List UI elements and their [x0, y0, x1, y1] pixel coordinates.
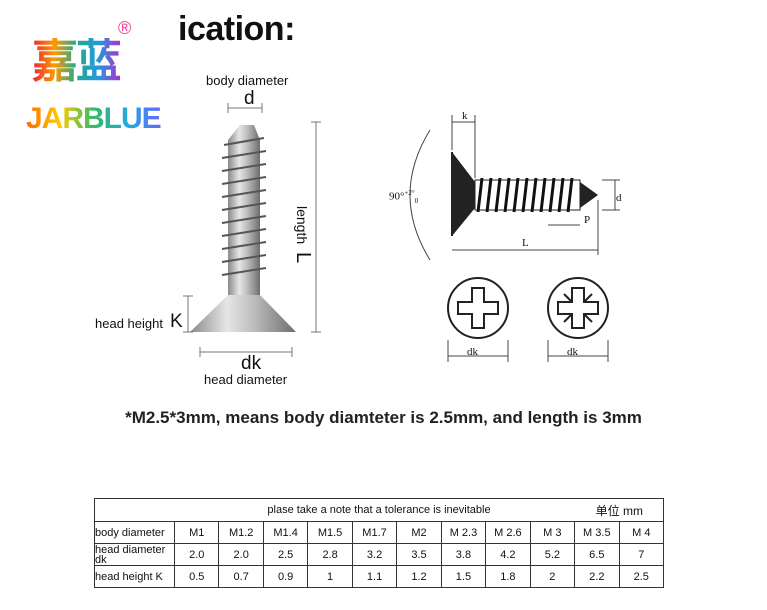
table-row: head diameter dk 2.0 2.0 2.5 2.8 3.2 3.5… [94, 543, 665, 566]
table-cell: M 3.5 [574, 521, 620, 544]
logo-english-text: JARBLUE [26, 102, 162, 135]
technical-drawing [409, 115, 620, 362]
drawing-head [452, 152, 475, 236]
table-cell: M2 [396, 521, 442, 544]
screw-head [190, 295, 296, 332]
spec-table: plase take a note that a tolerance is in… [94, 498, 665, 588]
screw-shank [228, 125, 260, 295]
row-header: head diameter dk [94, 543, 175, 566]
K-label: K [170, 311, 183, 332]
drawing-tip [580, 182, 598, 208]
table-cell: 2.5 [262, 543, 309, 566]
table-row: body diameter M1 M1.2 M1.4 M1.5 M1.7 M2 … [94, 521, 665, 544]
drawing-threads [476, 177, 574, 213]
angle-arc [409, 129, 431, 261]
table-cell: 1.1 [351, 565, 398, 588]
logo-chinese-text: 嘉蓝 [32, 35, 122, 87]
row-header: body diameter [94, 521, 175, 544]
table-cell: 3.8 [440, 543, 487, 566]
brand-logo: 嘉蓝 JARBLUE ® [22, 18, 162, 148]
table-cell: M 4 [618, 521, 665, 544]
drawing-dk-label-2: dk [567, 346, 578, 358]
table-cell: M1.7 [351, 521, 398, 544]
table-cell: M 2.6 [485, 521, 531, 544]
table-cell: 2.8 [307, 543, 353, 566]
table-cell: M 3 [529, 521, 576, 544]
angle-label: 90°+2°0 [389, 189, 418, 205]
table-cell: 2 [529, 565, 576, 588]
size-note: *M2.5*3mm, means body diamteter is 2.5mm… [125, 408, 642, 427]
table-cell: 1 [307, 565, 353, 588]
table-cell: 2.0 [173, 543, 220, 566]
table-cell: 0.5 [173, 565, 220, 588]
table-caption-cell: plase take a note that a tolerance is in… [94, 498, 664, 522]
table-cell: M1.4 [262, 521, 309, 544]
table-caption-row: plase take a note that a tolerance is in… [94, 498, 664, 522]
table-cell: 4.2 [485, 543, 531, 566]
pozidriv-head-view [547, 277, 609, 339]
table-cell: 1.8 [485, 565, 531, 588]
drawing-L-label: L [522, 237, 529, 249]
table-caption: plase take a note that a tolerance is in… [267, 504, 491, 516]
table-cell: 2.0 [218, 543, 264, 566]
table-cell: M 2.3 [440, 521, 487, 544]
pitch-label: P [584, 214, 591, 226]
table-cell: 0.9 [262, 565, 309, 588]
length-label: length [294, 206, 310, 245]
table-cell: 3.5 [396, 543, 442, 566]
screw-photo-diagram [183, 103, 321, 357]
L-label: L [292, 252, 314, 264]
table-cell: M1.5 [307, 521, 353, 544]
table-unit: 单位 mm [595, 504, 643, 518]
drawing-d-label: d [616, 192, 622, 204]
angle-tolerance-lower: 0 [414, 196, 419, 205]
row-header: head height K [94, 565, 175, 588]
dk-label: dk [241, 353, 262, 374]
table-cell: 5.2 [529, 543, 576, 566]
k-label: k [462, 110, 468, 122]
angle-value: 90° [389, 190, 405, 203]
body-diameter-label: body diameter [206, 73, 289, 88]
table-cell: M1 [173, 521, 220, 544]
page-title: ication: [178, 10, 295, 48]
table-row: head height K 0.5 0.7 0.9 1 1.1 1.2 1.5 … [94, 565, 665, 588]
head-diameter-label: head diameter [204, 372, 288, 387]
phillips-head-view [447, 277, 509, 339]
table-cell: 7 [618, 543, 665, 566]
table-cell: 0.7 [218, 565, 264, 588]
table-cell: 3.2 [351, 543, 398, 566]
drawing-dk-label-1: dk [467, 346, 478, 358]
registered-mark: ® [118, 18, 132, 38]
head-height-label: head height [95, 316, 163, 331]
table-cell: M1.2 [218, 521, 264, 544]
table-cell: 1.5 [440, 565, 487, 588]
d-label: d [244, 88, 255, 109]
table-cell: 1.2 [396, 565, 442, 588]
table-cell: 6.5 [574, 543, 620, 566]
screw-threads [221, 137, 267, 276]
table-cell: 2.5 [618, 565, 665, 588]
table-cell: 2.2 [574, 565, 620, 588]
angle-tolerance-upper: +2° [404, 189, 415, 197]
